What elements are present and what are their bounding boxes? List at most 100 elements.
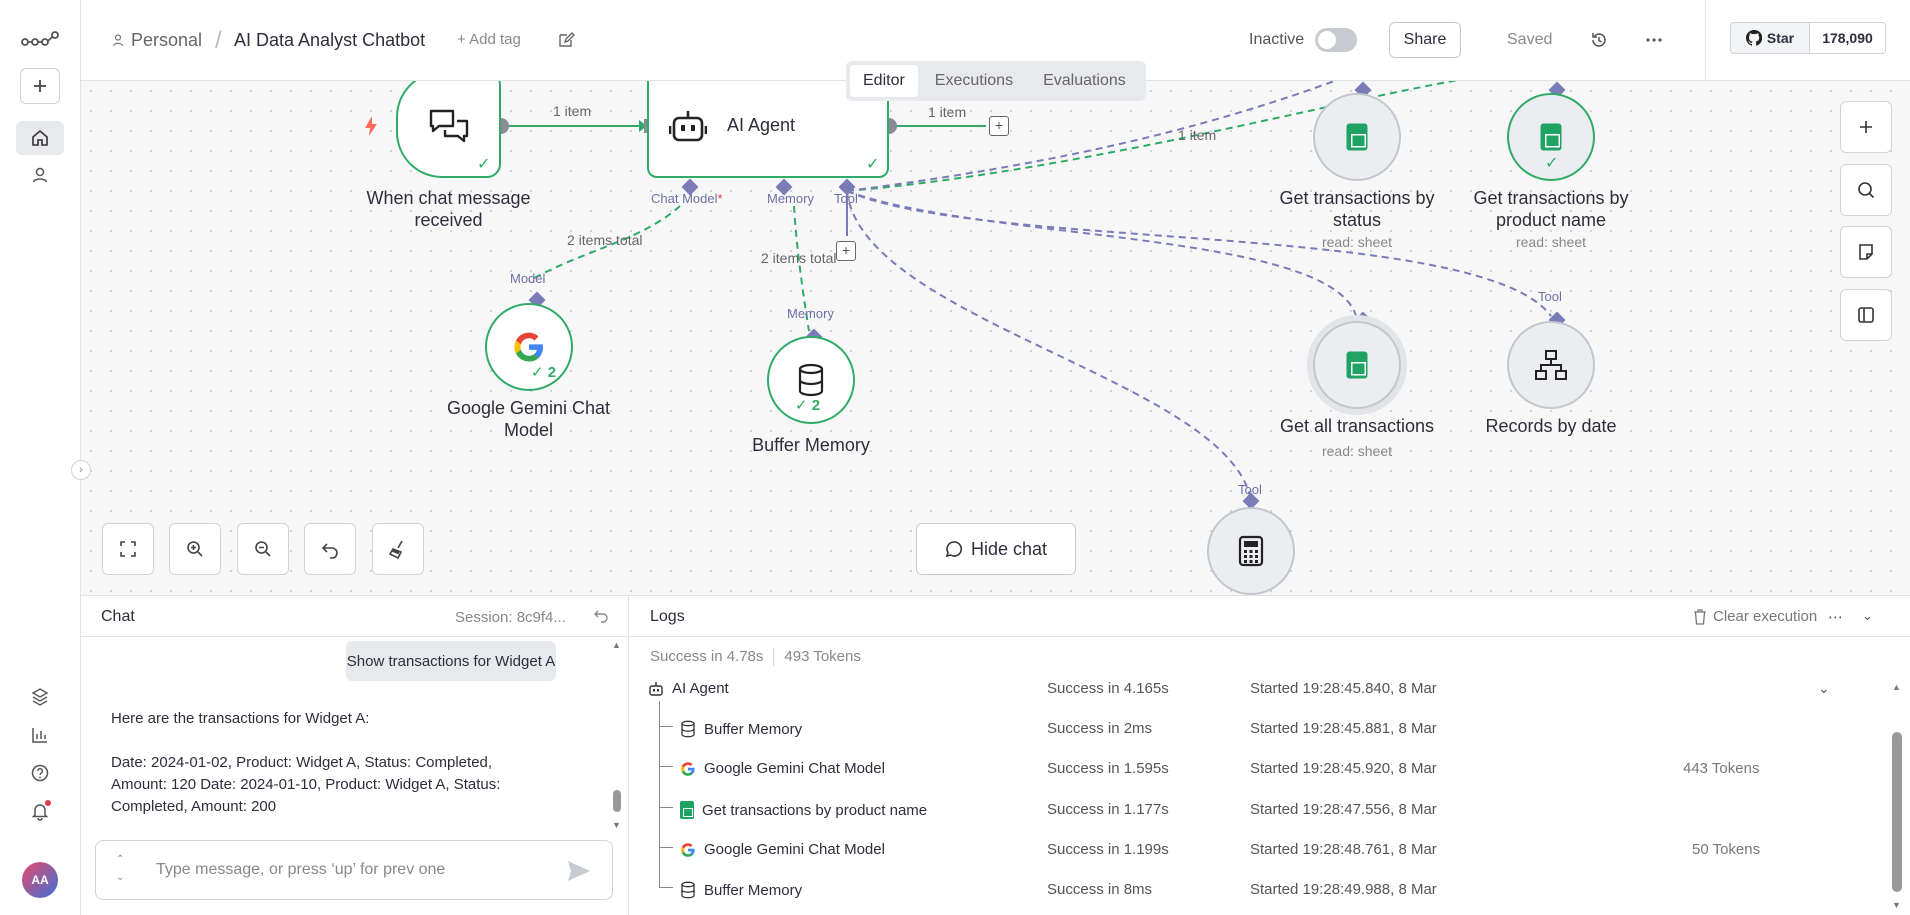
zoom-in-button[interactable]: [169, 523, 221, 575]
wire-arrow: [639, 120, 647, 132]
records-title: Records by date: [1485, 416, 1617, 436]
wire-memory: [793, 205, 810, 332]
trigger-success-check: ✓: [477, 156, 491, 173]
notifications-bell-icon[interactable]: [16, 794, 64, 828]
search-nodes-button[interactable]: [1840, 164, 1892, 216]
avatar[interactable]: AA: [22, 862, 58, 898]
person-icon: [112, 34, 124, 47]
workflow-title[interactable]: AI Data Analyst Chatbot: [234, 30, 426, 50]
log-row-started: Started 19:28:48.761, 8 Mar: [1250, 841, 1437, 858]
logs-collapse-chevron-icon[interactable]: ⌄: [1862, 608, 1873, 623]
reset-zoom-button[interactable]: [304, 523, 356, 575]
add-node-after-agent[interactable]: +: [989, 116, 1009, 136]
header-divider: [1705, 0, 1706, 80]
log-row-status: Success in 1.177s: [1047, 801, 1169, 818]
edit-description-icon[interactable]: [557, 31, 575, 49]
saved-status: Saved: [1507, 31, 1553, 48]
sidebar-collapse-toggle[interactable]: ›: [71, 460, 91, 480]
github-star-count[interactable]: 178,090: [1810, 22, 1886, 54]
help-icon[interactable]: [16, 756, 64, 790]
active-toggle[interactable]: [1315, 28, 1357, 52]
google-icon: [681, 761, 695, 776]
node-tx-product[interactable]: ✓: [1507, 93, 1595, 181]
notification-dot: [45, 800, 51, 806]
more-options-icon[interactable]: [1644, 30, 1664, 50]
node-chat-trigger[interactable]: [396, 81, 501, 178]
port-memory: Memory: [767, 191, 814, 206]
tab-executions[interactable]: Executions: [934, 72, 1014, 89]
add-tool-button[interactable]: +: [836, 241, 856, 261]
wire-tool-calculator: [846, 190, 1252, 502]
summary-time: Success in 4.78s: [650, 648, 764, 665]
github-star-button[interactable]: Star: [1730, 22, 1810, 54]
create-button[interactable]: [20, 68, 60, 104]
buffer-node-title: Buffer Memory: [752, 435, 870, 455]
active-toggle-label: Inactive: [1249, 31, 1305, 48]
chat-panel: Chat Session: 8c9f4... Show transactions…: [81, 596, 629, 915]
share-button[interactable]: Share: [1389, 22, 1461, 58]
user-icon[interactable]: [16, 158, 64, 192]
hide-chat-button[interactable]: Hide chat: [916, 523, 1076, 575]
logs-more-icon[interactable]: ⋯: [1828, 609, 1843, 626]
expand-chevron-icon[interactable]: ⌄: [1818, 680, 1830, 696]
node-buffer-memory[interactable]: ✓ 2: [767, 336, 855, 424]
node-gemini[interactable]: ✓ 2: [485, 303, 573, 391]
log-row-tx-product[interactable]: Get transactions by product name Success…: [630, 793, 1880, 826]
reset-session-icon[interactable]: [593, 608, 609, 624]
toggle-panel-button[interactable]: [1840, 289, 1892, 341]
chat-scrollbar[interactable]: ▲ ▼: [612, 640, 621, 830]
chat-input[interactable]: ⌃⌄ Type message, or press ‘up’ for prev …: [95, 840, 613, 900]
workflow-canvas[interactable]: ✓ When chat message received AI Agent ✓ …: [81, 81, 1910, 595]
add-tag-button[interactable]: + Add tag: [457, 31, 521, 48]
google-icon: [514, 332, 543, 362]
insights-icon[interactable]: [16, 718, 64, 752]
n8n-logo-icon[interactable]: [16, 22, 64, 56]
bot-message-intro: Here are the transactions for Widget A:: [111, 710, 370, 727]
log-row-status: Success in 4.165s: [1047, 680, 1169, 697]
fit-view-button[interactable]: [102, 523, 154, 575]
panel-icon: [1858, 307, 1874, 323]
log-row-status: Success in 1.595s: [1047, 760, 1169, 777]
node-tx-all[interactable]: [1313, 321, 1401, 409]
logs-scroll-thumb[interactable]: [1892, 732, 1902, 892]
chat-scroll-thumb[interactable]: [613, 790, 621, 812]
database-icon: [798, 363, 824, 397]
sheets-icon: [1346, 351, 1368, 379]
log-row-name: Buffer Memory: [680, 720, 802, 738]
github-star-label: Star: [1766, 30, 1795, 46]
send-icon[interactable]: [566, 859, 592, 883]
tx-status-title: Get transactions by status: [1279, 188, 1435, 230]
sheets-icon: [680, 801, 694, 819]
tidy-up-button[interactable]: [372, 523, 424, 575]
add-node-button[interactable]: [1840, 101, 1892, 153]
log-row-buffer-memory[interactable]: Buffer Memory Success in 2ms Started 19:…: [630, 712, 1880, 745]
wire-label-gemini: 2 items total: [567, 232, 643, 248]
tab-evaluations[interactable]: Evaluations: [1043, 72, 1126, 89]
add-sticky-note-button[interactable]: [1840, 226, 1892, 278]
history-icon[interactable]: [1589, 30, 1609, 50]
templates-icon[interactable]: [16, 680, 64, 714]
log-row-gemini[interactable]: Google Gemini Chat Model Success in 1.59…: [630, 752, 1880, 785]
home-icon[interactable]: [16, 121, 64, 155]
tab-editor[interactable]: Editor: [850, 65, 918, 97]
wire-label-tool: 1 item: [1178, 127, 1217, 143]
chat-bubble-icon: [945, 541, 963, 558]
log-row-name: Google Gemini Chat Model: [680, 760, 885, 777]
log-row-name: Google Gemini Chat Model: [680, 841, 885, 858]
node-tx-status[interactable]: [1313, 93, 1401, 181]
clear-execution-button[interactable]: Clear execution: [1693, 608, 1817, 625]
logs-scrollbar[interactable]: ▲ ▼: [1892, 682, 1902, 910]
log-row-buffer-memory-2[interactable]: Buffer Memory Success in 8ms Started 19:…: [630, 873, 1880, 906]
zoom-out-button[interactable]: [237, 523, 289, 575]
history-arrows-icon[interactable]: ⌃⌄: [116, 854, 125, 883]
log-row-gemini-2[interactable]: Google Gemini Chat Model Success in 1.19…: [630, 833, 1880, 866]
session-id[interactable]: Session: 8c9f4...: [455, 609, 566, 626]
database-icon: [681, 881, 695, 899]
port-chat-model: Chat Model*: [651, 191, 723, 206]
wire-tool-status: [846, 81, 1338, 192]
breadcrumb-workspace[interactable]: Personal: [131, 30, 203, 50]
node-records-by-date[interactable]: [1507, 321, 1595, 409]
port-tool-calculator: Tool: [1238, 482, 1262, 497]
node-calculator[interactable]: [1207, 507, 1295, 595]
log-row-ai-agent[interactable]: AI Agent Success in 4.165s Started 19:28…: [630, 672, 1880, 705]
